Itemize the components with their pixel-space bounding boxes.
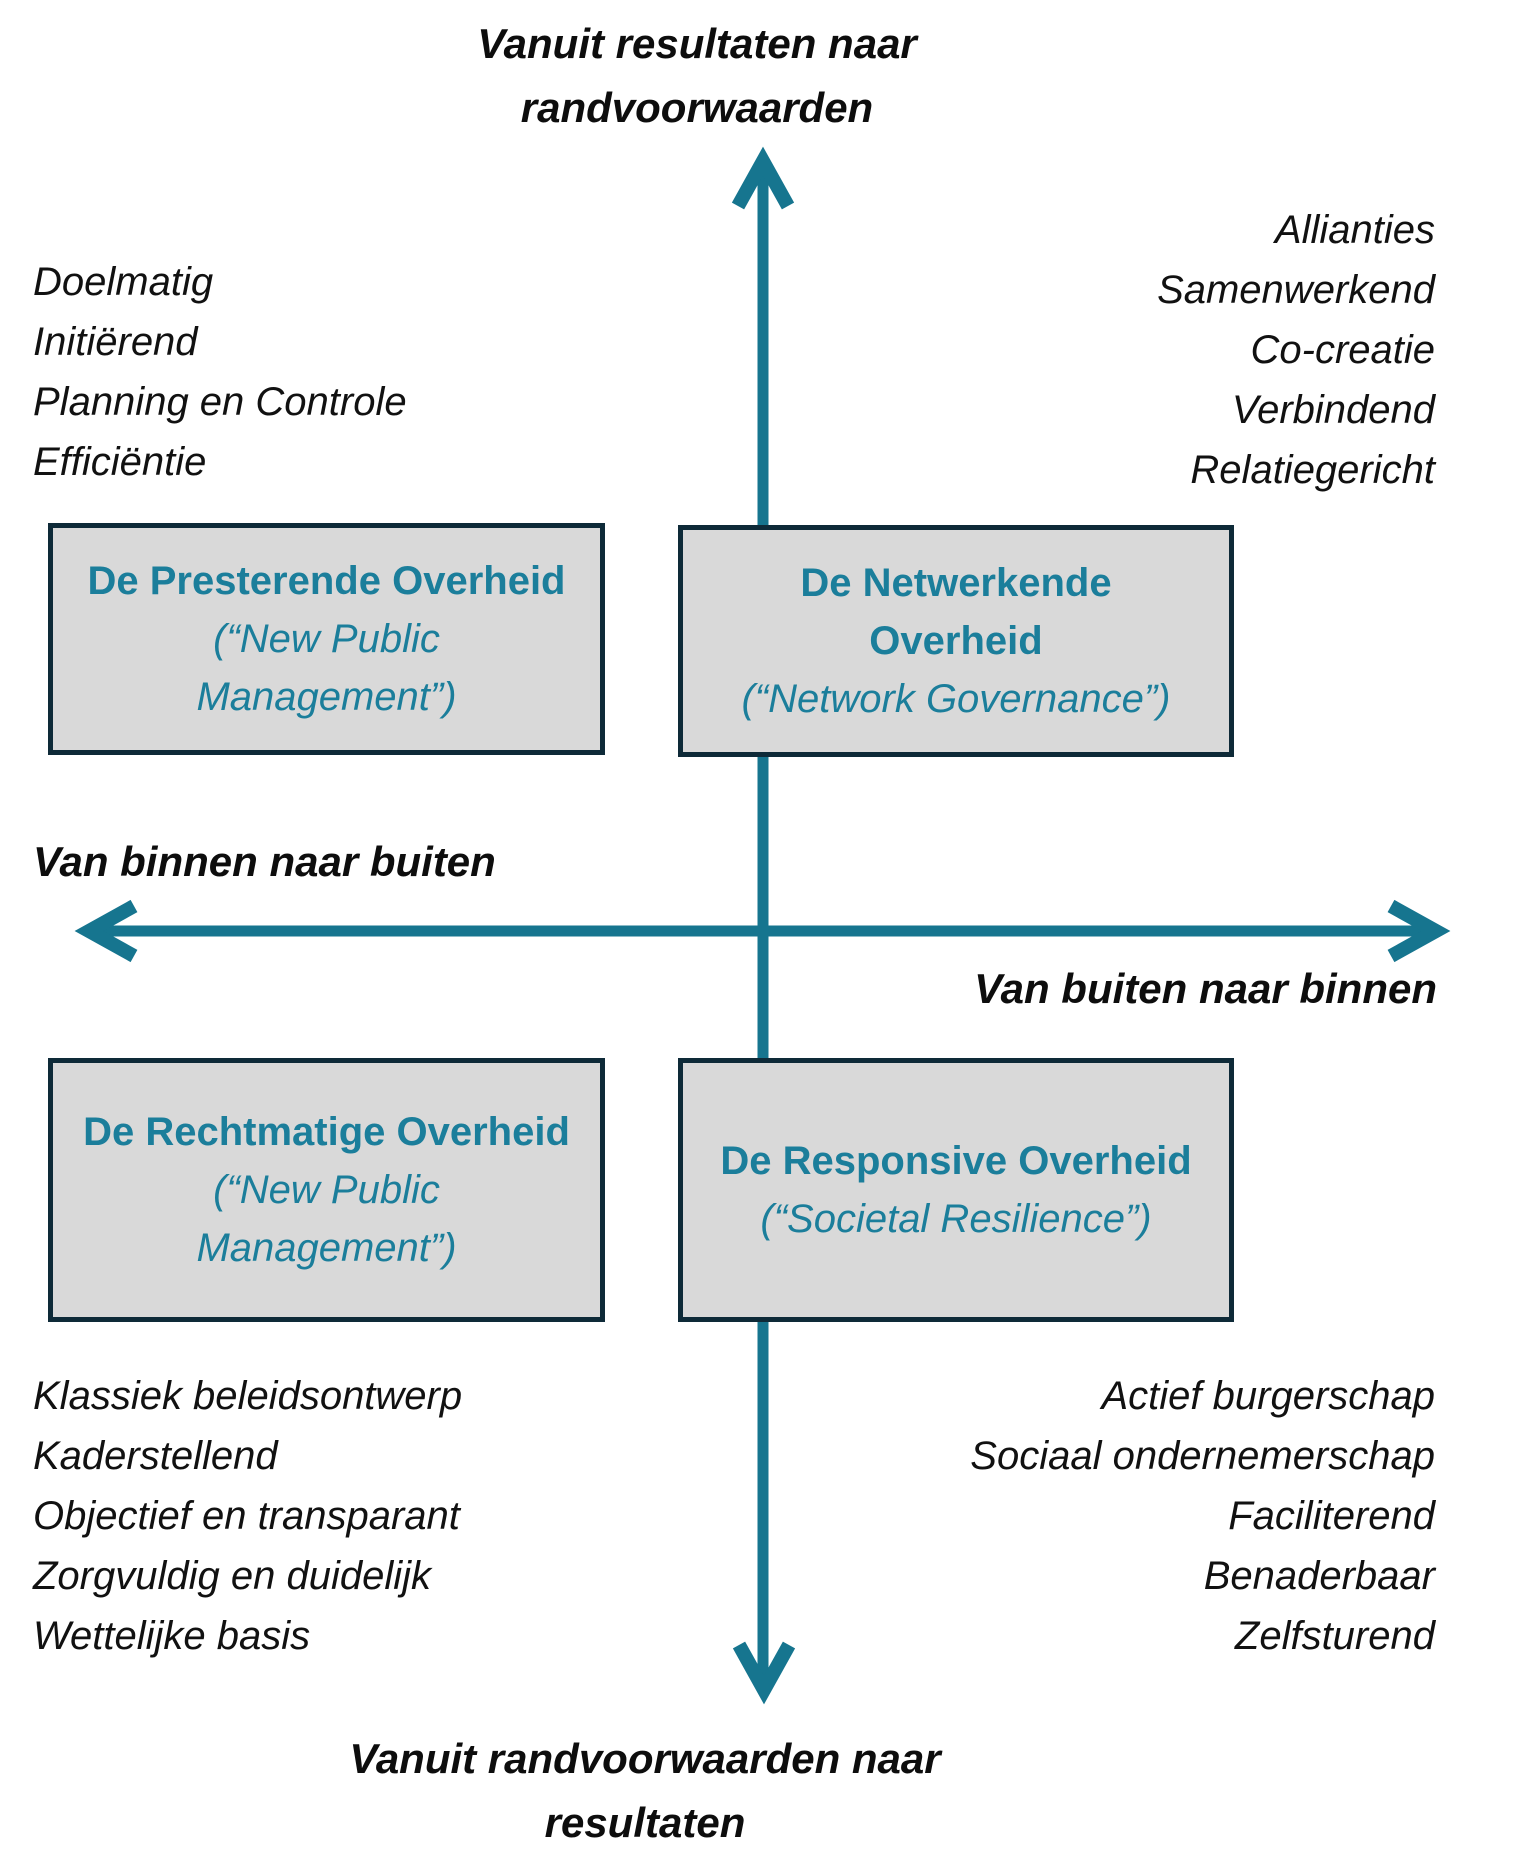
quadrant-box-bottom-right: De Responsive Overheid (“Societal Resili… [678, 1058, 1234, 1322]
quadrant-box-subtitle-line: (“Societal Resilience”) [760, 1197, 1152, 1241]
keyword-item: Doelmatig [33, 260, 214, 304]
vertical-axis-top-label-line: randvoorwaarden [520, 84, 874, 131]
keyword-item: Relatiegericht [1190, 448, 1435, 492]
arrowhead-right-icon [1387, 899, 1451, 963]
keyword-item: Co-creatie [1250, 328, 1435, 372]
horizontal-axis-right-label: Van buiten naar binnen [974, 965, 1437, 1012]
vertical-axis-bottom-label: Vanuit randvoorwaarden naar resultaten [295, 1727, 995, 1855]
keyword-item: Sociaal ondernemerschap [970, 1434, 1435, 1478]
keyword-item: Initiërend [33, 320, 198, 364]
keyword-item: Klassiek beleidsontwerp [33, 1374, 463, 1418]
quadrant-box-subtitle-line: (“Network Governance”) [741, 677, 1171, 721]
keyword-item: Allianties [1274, 208, 1435, 252]
arrowhead-up-icon [731, 146, 795, 210]
keyword-item: Zorgvuldig en duidelijk [33, 1554, 432, 1598]
quadrant-box-subtitle-line: (“New Public [213, 617, 440, 661]
keyword-item: Zelfsturend [1234, 1614, 1435, 1658]
keyword-item: Kaderstellend [33, 1434, 278, 1478]
arrowhead-down-icon [732, 1641, 796, 1705]
quadrant-box-title-line: De Netwerkende [800, 561, 1112, 605]
quadrant-box-subtitle-line: Management”) [196, 1226, 457, 1270]
keyword-list-bottom-right: Actief burgerschap Sociaal ondernemersch… [970, 1366, 1435, 1666]
quadrant-box-title-line: Overheid [869, 619, 1043, 663]
horizontal-axis-left-label: Van binnen naar buiten [33, 838, 496, 885]
quadrant-box-subtitle-line: (“New Public [213, 1168, 440, 1212]
vertical-axis-bottom-label-line: resultaten [544, 1799, 746, 1846]
quadrant-box-top-right: De Netwerkende Overheid (“Network Govern… [678, 525, 1234, 757]
vertical-axis-top-label: Vanuit resultaten naar randvoorwaarden [397, 12, 997, 140]
arrowhead-left-icon [74, 899, 138, 963]
keyword-list-top-right: Allianties Samenwerkend Co-creatie Verbi… [1157, 200, 1435, 500]
keyword-item: Benaderbaar [1203, 1554, 1435, 1598]
keyword-list-bottom-left: Klassiek beleidsontwerp Kaderstellend Ob… [33, 1366, 462, 1666]
quadrant-box-top-left: De Presterende Overheid (“New Public Man… [48, 523, 605, 755]
keyword-item: Objectief en transparant [33, 1494, 460, 1538]
keyword-item: Wettelijke basis [33, 1614, 311, 1658]
vertical-axis-bottom-label-line: Vanuit randvoorwaarden naar [349, 1735, 941, 1782]
keyword-item: Planning en Controle [33, 380, 407, 424]
quadrant-box-subtitle-line: Management”) [196, 675, 457, 719]
quadrant-box-title: De Rechtmatige Overheid [83, 1110, 570, 1154]
vertical-axis-top-label-line: Vanuit resultaten naar [477, 20, 917, 67]
quadrant-box-title: De Responsive Overheid [720, 1139, 1192, 1183]
quadrant-box-bottom-left: De Rechtmatige Overheid (“New Public Man… [48, 1058, 605, 1322]
quadrant-box-title: De Presterende Overheid [87, 559, 566, 603]
keyword-item: Actief burgerschap [1101, 1374, 1435, 1418]
keyword-item: Verbindend [1231, 388, 1435, 432]
keyword-item: Efficiëntie [33, 440, 207, 484]
keyword-list-top-left: Doelmatig Initiërend Planning en Control… [33, 252, 407, 492]
keyword-item: Samenwerkend [1157, 268, 1435, 312]
keyword-item: Faciliterend [1228, 1494, 1435, 1538]
